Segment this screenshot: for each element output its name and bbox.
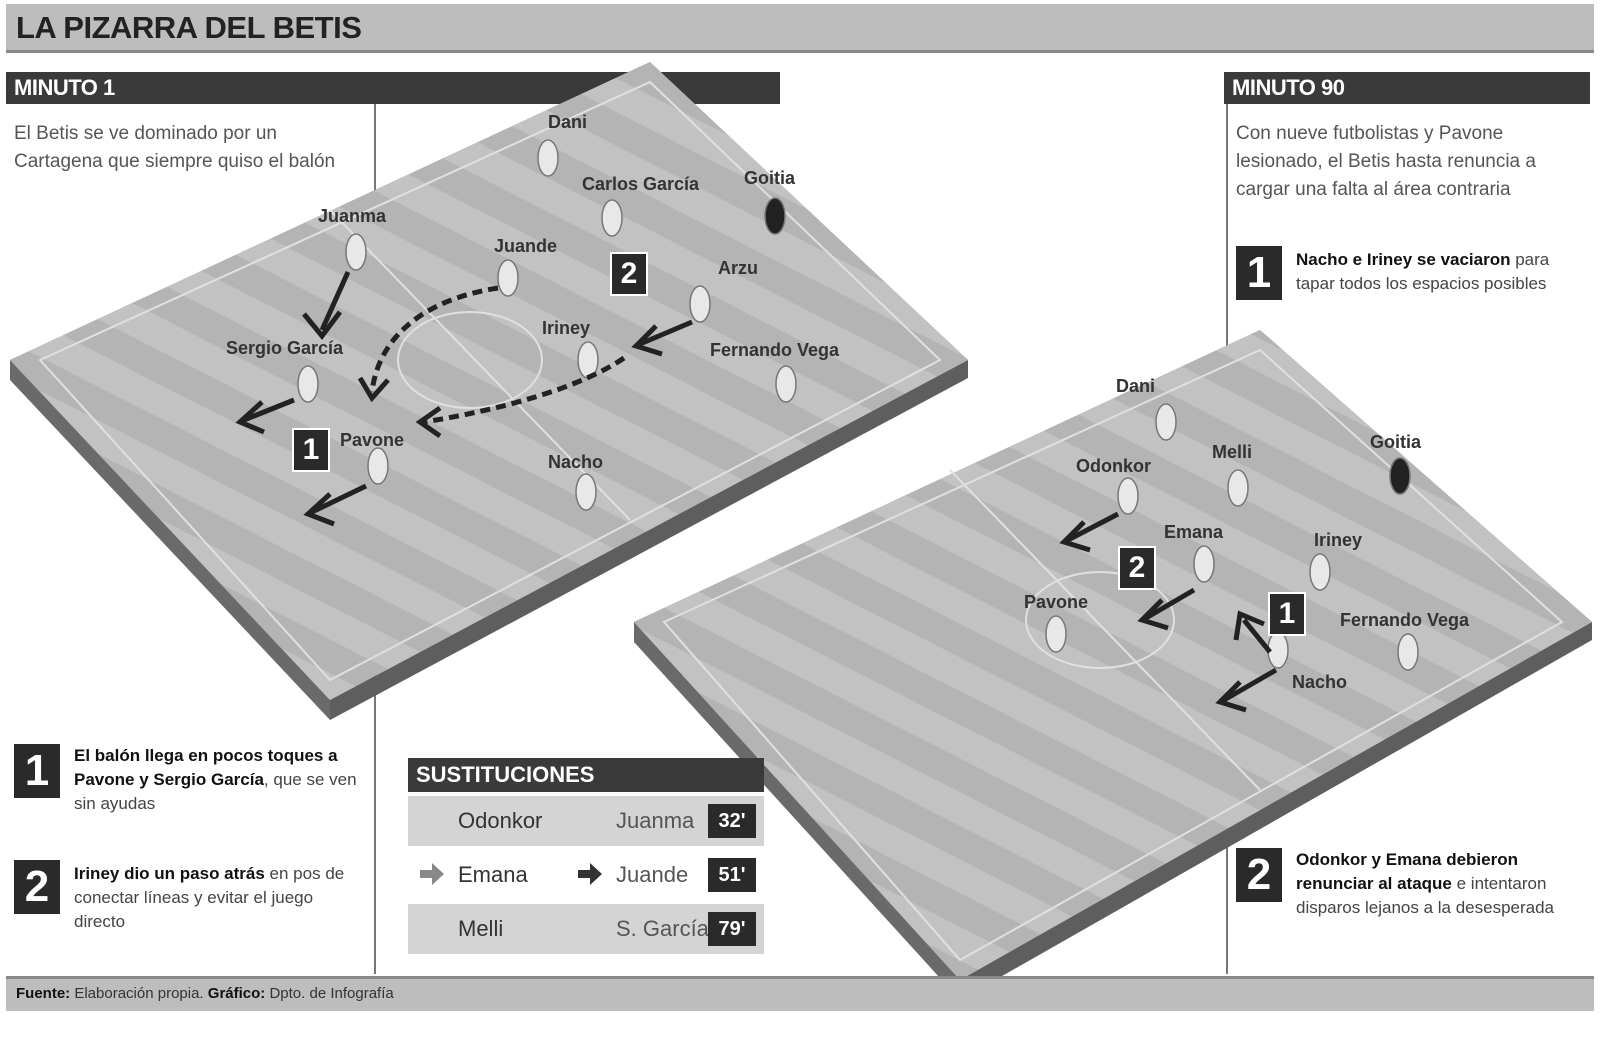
sub-out-player: S. García <box>616 916 709 941</box>
sub-minute: 51' <box>708 858 756 892</box>
pitch-minuto90 <box>634 330 1592 1000</box>
sub-out-player: Juande <box>616 862 689 887</box>
minuto90-description: Con nueve futbolistas y Pavone lesionado… <box>1236 123 1536 200</box>
substitution-row: Melli S. García 79' <box>408 904 764 954</box>
footer: Fuente: Elaboración propia. Gráfico: Dpt… <box>6 976 1594 1011</box>
player-label: Iriney <box>542 318 591 338</box>
sub-in-player: Emana <box>458 862 528 887</box>
sub-out-player: Juanma <box>616 808 695 833</box>
player-label: Fernando Vega <box>710 340 840 360</box>
player-label: Sergio García <box>226 338 344 358</box>
title-bar: LA PIZARRA DEL BETIS <box>6 4 1594 53</box>
player-label: Juanma <box>318 206 387 226</box>
pitch-minuto1 <box>10 62 968 720</box>
sub-in-player: Melli <box>458 916 504 941</box>
note-bold: Iriney dio un paso atrás <box>74 864 265 883</box>
note-text: Nacho e Iriney se vaciaron para tapar to… <box>1296 248 1586 296</box>
player-label: Dani <box>1116 376 1156 396</box>
note-bold: Odonkor y Emana debieron renunciar al at… <box>1296 850 1518 893</box>
note-number: 2 <box>1236 848 1282 902</box>
number-badge: 2 <box>1118 546 1156 590</box>
player-label: Juande <box>494 236 558 256</box>
note-rest: en pos de conectar líneas y evitar el ju… <box>74 864 345 931</box>
players-minuto90 <box>1045 403 1419 671</box>
arrows-minuto1 <box>235 270 693 527</box>
player-label: Dani <box>548 112 588 132</box>
sub-minute: 79' <box>708 912 756 946</box>
player-label: Nacho <box>1292 672 1348 692</box>
minuto1-description: El Betis se ve dominado por un Cartagena… <box>14 123 336 172</box>
substitution-row: Odonkor Juanma 32' <box>408 796 764 846</box>
number-badge: 1 <box>1268 592 1306 636</box>
note-number: 1 <box>1236 246 1282 300</box>
player-label: Goitia <box>744 168 796 188</box>
arrows-minuto90 <box>1059 511 1278 713</box>
number-badge: 1 <box>292 428 330 472</box>
footer-graphic: Dpto. de Infografía <box>269 985 394 1002</box>
note-text: Odonkor y Emana debieron renunciar al at… <box>1296 848 1586 920</box>
note-text: Iriney dio un paso atrás en pos de conec… <box>74 862 368 934</box>
note-number: 1 <box>14 744 60 798</box>
player-label: Iriney <box>1314 530 1363 550</box>
player-label: Fernando Vega <box>1340 610 1470 630</box>
sub-in-player: Odonkor <box>458 808 543 833</box>
note-rest: e intentaron disparos lejanos a la deses… <box>1296 874 1555 917</box>
player-label: Goitia <box>1370 432 1422 452</box>
minuto90-header-label: MINUTO 90 <box>1232 75 1345 100</box>
note-number: 2 <box>14 860 60 914</box>
footer-credits: Fuente: Elaboración propia. Gráfico: Dpt… <box>16 985 394 1002</box>
player-label: Pavone <box>1024 592 1089 612</box>
players-minuto1 <box>297 139 797 511</box>
substitutions-header: SUSTITUCIONES <box>408 758 764 792</box>
note-rest: para tapar todos los espacios posibles <box>1296 250 1550 293</box>
footer-graphic-label: Gráfico: <box>207 985 266 1002</box>
note-bold: El balón llega en pocos toques a Pavone … <box>74 746 338 789</box>
substitution-row: Emana Juande 51' <box>408 850 764 900</box>
number-badge: 2 <box>610 252 648 296</box>
footer-source: Elaboración propia. <box>74 985 204 1002</box>
note-rest: , que se ven sin ayudas <box>74 770 357 813</box>
player-label: Emana <box>1164 522 1224 542</box>
note-bold: Nacho e Iriney se vaciaron <box>1296 250 1511 269</box>
footer-source-label: Fuente: <box>16 985 71 1002</box>
minuto1-header-label: MINUTO 1 <box>14 75 115 100</box>
minuto90-header: MINUTO 90 <box>1224 72 1590 104</box>
page-title: LA PIZARRA DEL BETIS <box>16 10 362 45</box>
player-label: Nacho <box>548 452 604 472</box>
player-label: Arzu <box>718 258 758 278</box>
player-label: Carlos García <box>582 174 700 194</box>
player-label: Pavone <box>340 430 405 450</box>
player-label: Melli <box>1212 442 1253 462</box>
sub-minute: 32' <box>708 804 756 838</box>
player-label: Odonkor <box>1076 456 1151 476</box>
note-text: El balón llega en pocos toques a Pavone … <box>74 744 368 816</box>
